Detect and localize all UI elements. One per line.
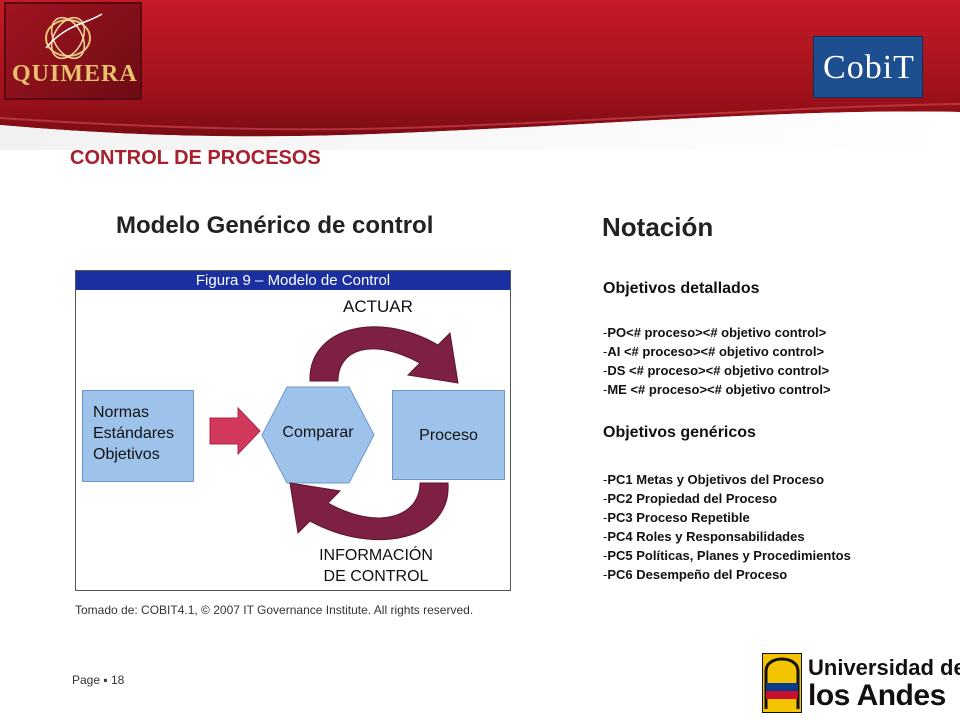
list-item: -AI <# proceso><# objetivo control> [603,344,825,359]
input-line: Normas [93,404,150,421]
actuar-label: ACTUAR [343,297,413,316]
input-line: Estándares [93,425,174,442]
list-item: -ME <# proceso><# objetivo control> [603,382,831,397]
list-item: -DS <# proceso><# objetivo control> [603,363,830,378]
proceso-label: Proceso [419,427,478,444]
input-arrow [209,406,261,456]
list-item: -PC3 Proceso Repetible [603,510,750,525]
uniandes-line2: los Andes [808,679,946,712]
figure-caption: Tomado de: COBIT4.1, © 2007 IT Governanc… [75,603,474,617]
notation-subtitle: Notación [602,212,714,242]
info-label: INFORMACIÓN DE CONTROL [296,545,456,587]
proceso-box: Proceso [392,390,505,480]
list-item: -PC5 Políticas, Planes y Procedimientos [603,548,851,563]
list-item: -PO<# proceso><# objetivo control> [603,325,827,340]
info-line: INFORMACIÓN [319,547,433,564]
input-line: Objetivos [93,446,160,463]
quimera-logo-text: QUIMERA [12,61,138,87]
page-number: Page ▪ 18 [72,673,125,687]
uniandes-flag-icon [762,653,802,713]
actuar-arrow [309,326,459,384]
list-item: -PC4 Roles y Responsabilidades [603,529,805,544]
uniandes-line1: Universidad de [808,655,960,680]
detailed-objectives-heading: Objetivos detallados [603,280,760,297]
list-item: -PC2 Propiedad del Proceso [603,491,778,506]
cobit-logo-text: CobiT [823,49,915,86]
generic-objectives-list: -PC1 Metas y Objetivos del Proceso -PC2 … [603,470,851,584]
generic-objectives-heading: Objetivos genéricos [603,424,756,441]
cobit-logo: CobiT [813,36,923,98]
input-box: Normas Estándares Objetivos [82,390,194,482]
info-line: DE CONTROL [323,568,429,585]
info-arrow [289,482,449,541]
section-title: CONTROL DE PROCESOS [70,147,321,169]
quimera-logo: QUIMERA [4,2,142,100]
list-item: -PC6 Desempeño del Proceso [603,567,788,582]
figure-title: Figura 9 – Modelo de Control [76,271,510,290]
model-subtitle: Modelo Genérico de control [116,212,434,239]
quimera-swirl-icon [45,13,103,60]
list-item: -PC1 Metas y Objetivos del Proceso [603,472,825,487]
header-banner [0,0,960,150]
detailed-objectives-list: -PO<# proceso><# objetivo control> -AI <… [603,323,831,399]
control-model-figure: Figura 9 – Modelo de Control Normas Está… [75,270,511,591]
comparar-hexagon [261,386,375,484]
comparar-label: Comparar [282,424,354,441]
uniandes-logo: Universidad de los Andes [748,645,960,720]
diagram-arrows [209,326,459,541]
